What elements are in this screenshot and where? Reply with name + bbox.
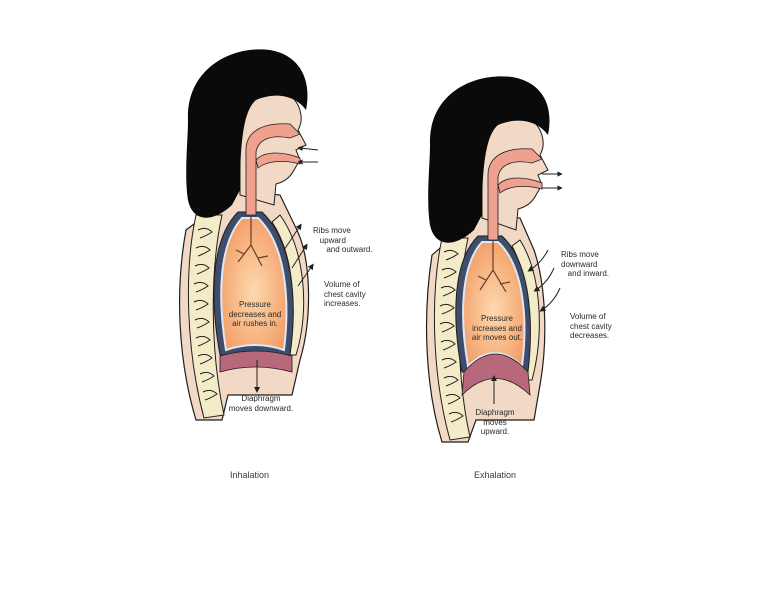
inhalation-ribs-label: Ribs move upward and outward.	[313, 226, 373, 254]
exhalation-diagram: Ribs move downward and inward. Volume of…	[384, 0, 768, 594]
inhalation-pressure-label: Pressure decreases and air rushes in.	[228, 300, 282, 328]
exhalation-diaphragm-label: Diaphragm moves upward.	[475, 408, 515, 436]
inhalation-diaphragm-label: Diaphragm moves downward.	[228, 394, 294, 413]
inhalation-caption: Inhalation	[230, 470, 270, 480]
exhalation-ribs-label: Ribs move downward and inward.	[561, 250, 610, 278]
inhalation-volume-label: Volume of chest cavity increases.	[324, 280, 366, 308]
inhalation-illustration	[179, 49, 319, 421]
inhalation-diagram: Ribs move upward and outward. Volume of …	[179, 49, 373, 480]
exhalation-illustration	[425, 76, 563, 443]
exhalation-caption: Exhalation	[474, 470, 517, 480]
exhalation-volume-label: Volume of chest cavity decreases.	[570, 312, 612, 340]
exhalation-pressure-label: Pressure increases and air moves out.	[471, 314, 523, 342]
